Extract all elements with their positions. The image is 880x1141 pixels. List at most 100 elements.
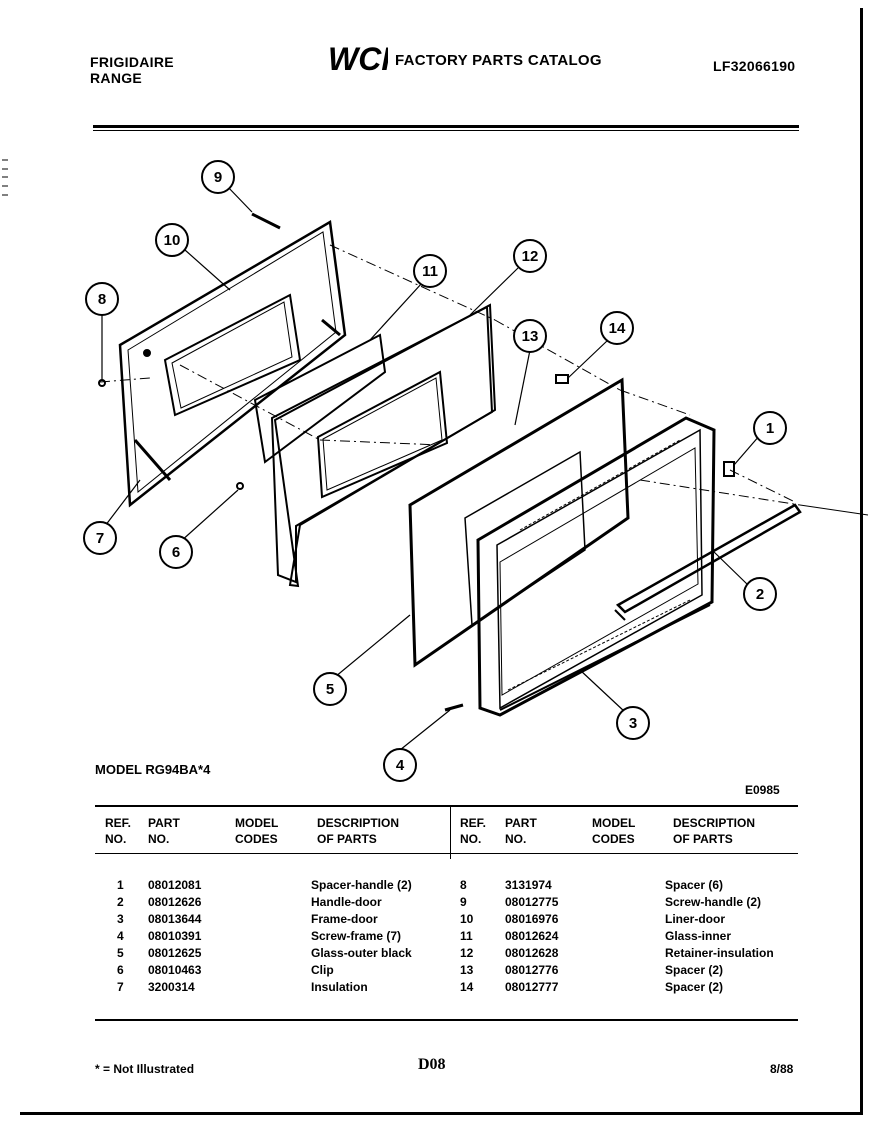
table-cell: 08012776	[505, 963, 559, 977]
table-cell: 08010391	[148, 929, 202, 943]
header-ref-left: REF.NO.	[105, 816, 132, 846]
table-cell: 14	[460, 980, 474, 994]
page-frame-right	[860, 8, 863, 1114]
table-cell: 08012775	[505, 895, 559, 909]
glass-inner-drawing	[253, 333, 387, 464]
table-cell: 12	[460, 946, 474, 960]
left-ref-column: 1 2 3 4 5 6 7	[117, 877, 124, 996]
table-cell: 8	[460, 878, 467, 892]
table-cell: 08012081	[148, 878, 202, 892]
table-divider	[450, 807, 451, 859]
table-cell: Handle-door	[311, 895, 382, 909]
wci-logo: WCI	[328, 41, 388, 76]
revision-date: 8/88	[770, 1062, 794, 1076]
retainer-insulation-drawing	[270, 303, 497, 588]
callout-11: 11	[422, 263, 438, 280]
table-cell: 9	[460, 895, 467, 909]
table-cell: 08012628	[505, 946, 559, 960]
table-header-rule	[95, 853, 798, 854]
table-cell: 6	[117, 963, 124, 977]
page-number: D08	[418, 1056, 446, 1073]
handle-door-drawing	[614, 503, 802, 621]
callout-12: 12	[522, 248, 539, 265]
left-part-column: 08012081 08012626 08013644 08010391 0801…	[148, 877, 201, 996]
logo-text: WCI	[328, 41, 388, 76]
table-cell: 08012777	[505, 980, 559, 994]
table-cell: 3131974	[505, 878, 552, 892]
frame-door-drawing	[476, 416, 716, 717]
right-ref-column: 8 9 10 11 12 13 14	[460, 877, 473, 996]
clip-part	[236, 482, 244, 490]
table-cell: 7	[117, 980, 124, 994]
scan-edge-marks	[2, 159, 8, 196]
table-cell: 5	[117, 946, 124, 960]
callout-14: 14	[609, 320, 626, 337]
model-line: MODEL RG94BA*4	[95, 762, 211, 777]
table-cell: Spacer (6)	[665, 878, 724, 892]
liner-door-drawing	[118, 219, 347, 508]
screw-handle-part	[251, 212, 281, 230]
callout-1: 1	[766, 420, 774, 437]
spacer-8-part	[98, 379, 106, 387]
table-cell: 3	[117, 912, 124, 926]
exploded-parts-diagram: 1 2 3 4 5 6 7 8 9 10 11 12 13 14	[83, 160, 869, 782]
header-rule-thin	[93, 130, 799, 131]
table-cell: 08012624	[505, 929, 559, 943]
screw-frame-part	[444, 703, 464, 712]
table-cell: Liner-door	[665, 912, 725, 926]
spacer-14-part	[555, 374, 569, 384]
table-cell: 08012626	[148, 895, 202, 909]
not-illustrated-note: * = Not Illustrated	[95, 1062, 195, 1076]
diagram-code: E0985	[745, 783, 780, 797]
callout-6: 6	[172, 544, 180, 561]
right-desc-column: Spacer (6) Screw-handle (2) Liner-door G…	[665, 877, 774, 996]
table-cell: 08016976	[505, 912, 559, 926]
brand-block: FRIGIDAIRE RANGE	[90, 54, 174, 86]
table-cell: 08013644	[148, 912, 202, 926]
callout-9: 9	[214, 169, 222, 186]
table-cell: Screw-handle (2)	[665, 895, 762, 909]
callout-5: 5	[326, 681, 334, 698]
table-cell: 08010463	[148, 963, 202, 977]
table-cell: Retainer-insulation	[665, 946, 774, 960]
callout-2: 2	[756, 586, 764, 603]
page-frame-bottom	[20, 1112, 863, 1115]
callout-4: 4	[396, 757, 405, 774]
table-cell: 13	[460, 963, 474, 977]
left-desc-column: Spacer-handle (2) Handle-door Frame-door…	[311, 877, 412, 996]
table-cell: Glass-inner	[665, 929, 732, 943]
glass-outer-drawing	[408, 377, 630, 668]
product-name: RANGE	[90, 70, 143, 86]
table-cell: Glass-outer black	[311, 946, 412, 960]
callout-8: 8	[98, 291, 106, 308]
table-cell: Spacer-handle (2)	[311, 878, 412, 892]
catalog-code: LF32066190	[713, 58, 796, 74]
callout-10: 10	[164, 232, 181, 249]
callout-7: 7	[96, 530, 104, 547]
table-cell: Spacer (2)	[665, 980, 724, 994]
header-ref-right: REF.NO.	[460, 816, 487, 846]
table-cell: 2	[117, 895, 124, 909]
table-cell: Insulation	[311, 980, 368, 994]
table-cell: Screw-frame (7)	[311, 929, 402, 943]
brand-name: FRIGIDAIRE	[90, 54, 174, 70]
table-cell: 10	[460, 912, 474, 926]
table-cell: Frame-door	[311, 912, 378, 926]
table-cell: 11	[460, 929, 473, 943]
table-cell: 1	[117, 878, 124, 892]
table-cell: Clip	[311, 963, 334, 977]
callout-3: 3	[629, 715, 637, 732]
header-rule-thick	[93, 125, 799, 128]
catalog-title: FACTORY PARTS CATALOG	[395, 52, 602, 69]
table-cell: 08012625	[148, 946, 202, 960]
table-cell: 4	[117, 929, 124, 943]
spacer-handle-part	[723, 461, 735, 477]
table-cell: Spacer (2)	[665, 963, 724, 977]
